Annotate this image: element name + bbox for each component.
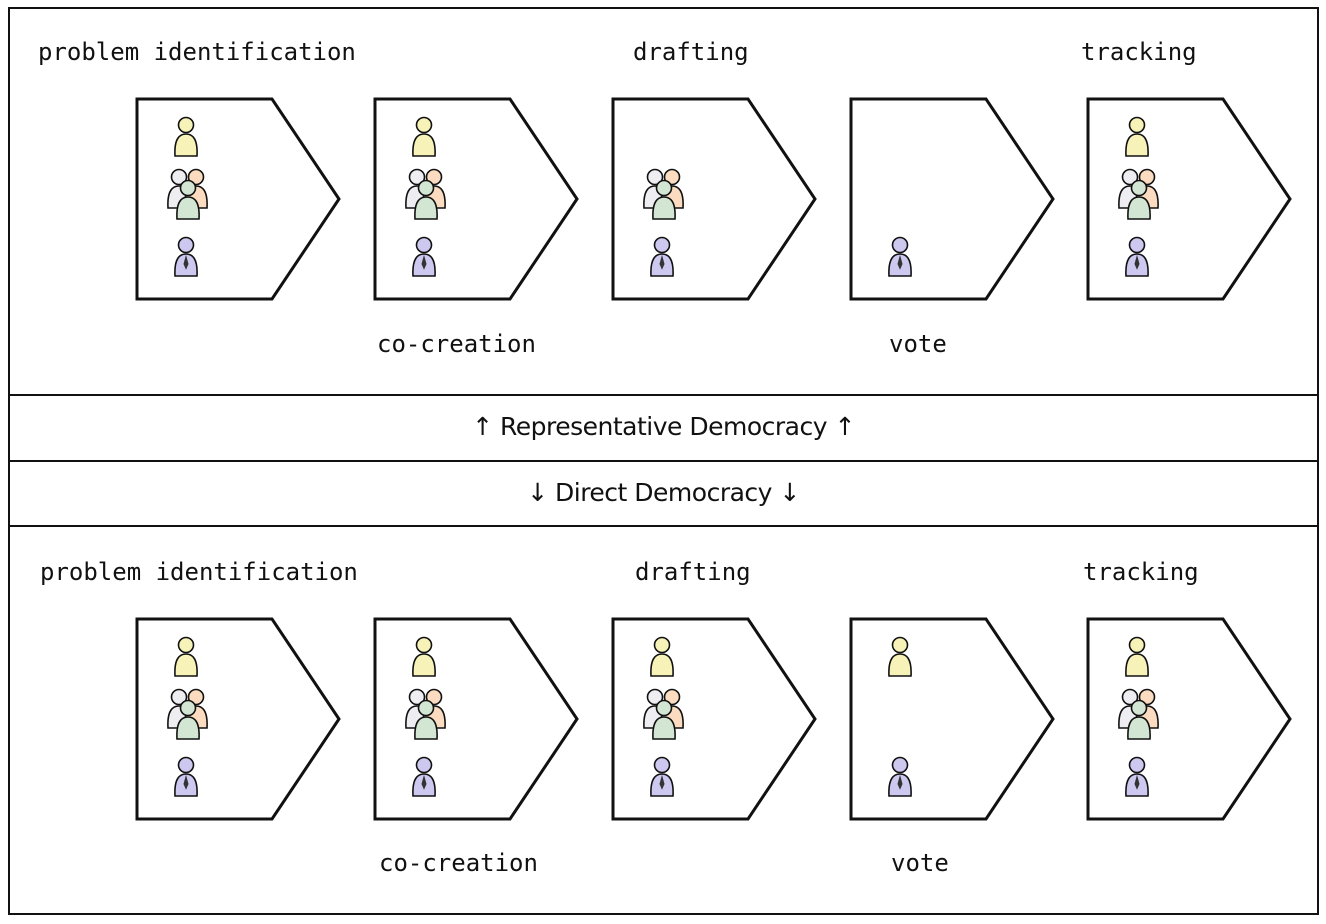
band-divider — [8, 460, 1319, 462]
representative-icon — [412, 756, 436, 797]
representative-icon — [650, 756, 674, 797]
citizen-icon — [1125, 636, 1149, 677]
representative-icon — [888, 756, 912, 797]
representative-icon — [1125, 236, 1149, 277]
upper-stage-5-shape — [1086, 97, 1292, 301]
representative-icon — [650, 236, 674, 277]
representative-icon — [1125, 756, 1149, 797]
upper-stage-2-shape — [373, 97, 579, 301]
section-divider-bottom — [8, 525, 1319, 527]
upper-label-drafting: drafting — [633, 38, 749, 66]
community-group-icon — [405, 168, 446, 220]
section-divider-top — [8, 394, 1319, 396]
lower-stage-2-shape — [373, 617, 579, 821]
lower-label-vote: vote — [891, 849, 949, 877]
representative-icon — [888, 236, 912, 277]
upper-label-problem-identification: problem identification — [38, 38, 356, 66]
upper-label-vote: vote — [889, 330, 947, 358]
lower-label-drafting: drafting — [635, 558, 751, 586]
lower-stage-1-shape — [135, 617, 341, 821]
representative-democracy-heading: ↑ Representative Democracy ↑ — [472, 412, 855, 441]
citizen-icon — [174, 636, 198, 677]
lower-stage-5-shape — [1086, 617, 1292, 821]
community-group-icon — [167, 688, 208, 740]
lower-label-tracking: tracking — [1083, 558, 1199, 586]
citizen-icon — [1125, 116, 1149, 157]
representative-icon — [174, 756, 198, 797]
community-group-icon — [405, 688, 446, 740]
lower-stage-3-shape — [611, 617, 817, 821]
lower-label-co-creation: co-creation — [379, 849, 538, 877]
community-group-icon — [643, 688, 684, 740]
upper-label-tracking: tracking — [1081, 38, 1197, 66]
citizen-icon — [650, 636, 674, 677]
community-group-icon — [1118, 688, 1159, 740]
upper-label-co-creation: co-creation — [377, 330, 536, 358]
citizen-icon — [888, 636, 912, 677]
citizen-icon — [412, 116, 436, 157]
representative-icon — [412, 236, 436, 277]
direct-democracy-heading: ↓ Direct Democracy ↓ — [527, 478, 800, 507]
community-group-icon — [1118, 168, 1159, 220]
community-group-icon — [643, 168, 684, 220]
community-group-icon — [167, 168, 208, 220]
citizen-icon — [174, 116, 198, 157]
upper-stage-1-shape — [135, 97, 341, 301]
lower-stage-4-shape — [849, 617, 1055, 821]
representative-icon — [174, 236, 198, 277]
lower-label-problem-identification: problem identification — [40, 558, 358, 586]
upper-stage-4-shape — [849, 97, 1055, 301]
upper-stage-3-shape — [611, 97, 817, 301]
citizen-icon — [412, 636, 436, 677]
